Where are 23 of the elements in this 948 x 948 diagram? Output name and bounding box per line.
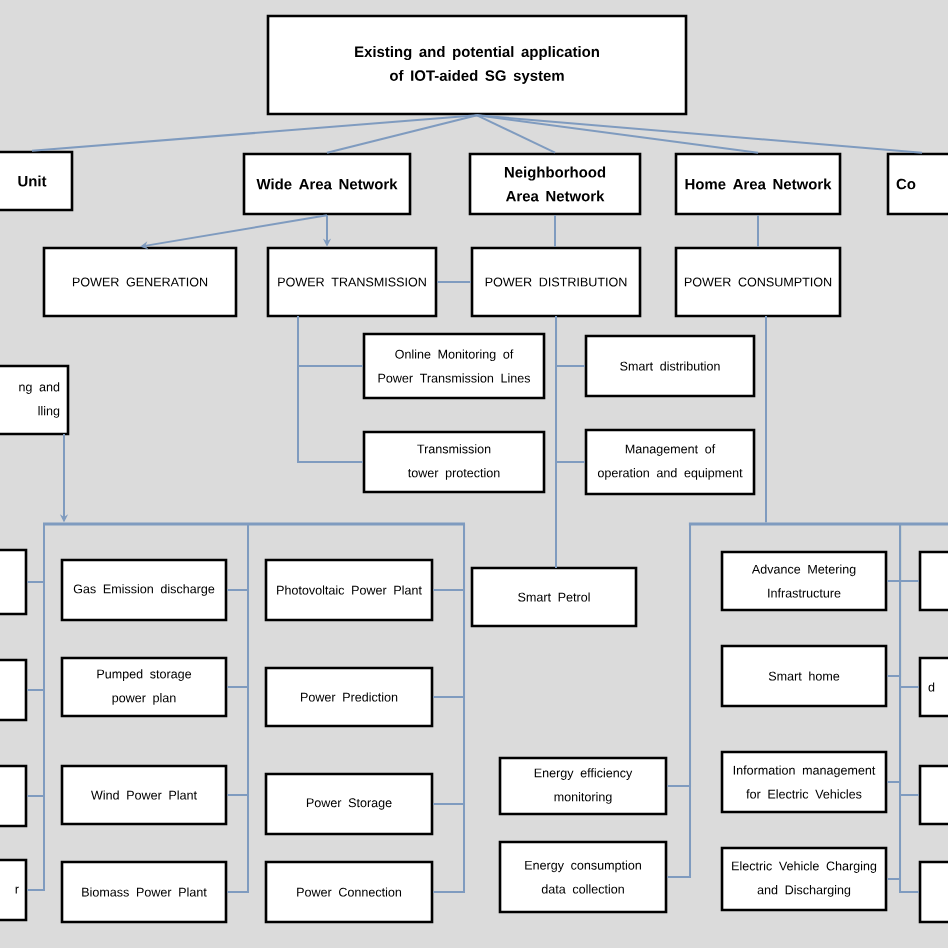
connector-line — [899, 523, 920, 893]
connector-line — [555, 315, 557, 569]
connector-line — [326, 114, 478, 154]
empty-box — [918, 550, 948, 612]
arrow — [140, 214, 328, 250]
connector-line — [26, 523, 45, 891]
connector-line — [476, 114, 759, 154]
connector-line — [476, 114, 923, 154]
connector-line — [31, 114, 478, 152]
connector-line — [432, 523, 465, 893]
empty-box — [918, 764, 948, 826]
connector-line — [765, 315, 767, 524]
connector-line — [297, 315, 364, 463]
connector-line — [476, 114, 556, 154]
connector-line — [554, 214, 556, 248]
empty-box — [0, 764, 28, 828]
connector-line — [436, 281, 472, 283]
empty-box — [0, 658, 28, 722]
empty-box — [918, 860, 948, 924]
empty-box — [0, 548, 28, 616]
connector-line — [757, 214, 759, 248]
connector-line — [666, 523, 691, 878]
connector-line — [226, 523, 249, 893]
